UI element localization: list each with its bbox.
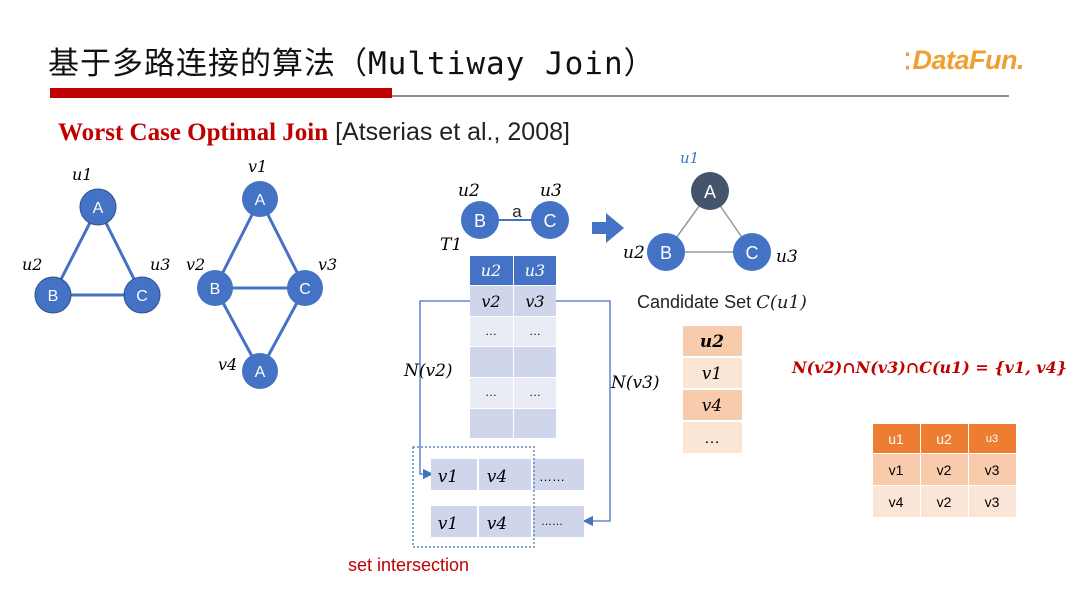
result-label-u2: u2 <box>623 243 645 263</box>
subtitle: Worst Case Optimal Join [Atserias et al.… <box>58 118 570 147</box>
candidate-header: u2 <box>700 332 724 352</box>
logo-text: DataFun. <box>912 45 1025 75</box>
title-underline-red <box>50 88 392 98</box>
query-node-a: A <box>93 200 104 217</box>
title-close: ） <box>623 46 656 82</box>
set-intersection-label: set intersection <box>348 555 470 575</box>
result-label-u1: u1 <box>680 149 699 167</box>
n-v2-connector <box>419 300 470 480</box>
pattern-node-b: B <box>474 211 486 231</box>
title-cn: 基于多路连接的算法（ <box>48 46 368 82</box>
t1-ellipsis-1a: … <box>485 324 497 338</box>
n2-cell-ellipsis: …… <box>541 516 563 528</box>
data-node-c: C <box>299 281 311 298</box>
page-title: 基于多路连接的算法（Multiway Join） <box>48 38 656 83</box>
t1-cell-v3: v3 <box>525 292 544 311</box>
result-r1c3: v3 <box>985 462 1000 478</box>
data-node-a2: A <box>255 364 266 381</box>
n1-cell-v4: v4 <box>487 467 507 487</box>
t1-table: u2 u3 v2 v3 … … … … <box>470 256 556 438</box>
t1-header-u3: u3 <box>525 261 545 280</box>
result-node-b: B <box>660 243 672 263</box>
data-graph: A B C A v1 v2 v3 v4 <box>186 157 337 389</box>
data-label-v4: v4 <box>218 355 237 374</box>
pattern-edge-label: a <box>512 202 522 221</box>
query-label-u3: u3 <box>150 255 170 274</box>
edge-pattern: B C a u2 u3 T1 <box>440 181 569 255</box>
candidate-label-math: C(u1) <box>756 292 807 313</box>
table-name-t1: T1 <box>440 235 462 255</box>
result-table: u1 u2 u3 v1 v2 v3 v4 v2 v3 <box>873 424 1016 517</box>
n-v3-connector <box>556 300 611 527</box>
subtitle-citation: [Atserias et al., 2008] <box>328 118 570 146</box>
result-r1c2: v2 <box>937 462 952 478</box>
neighbor-row-2: v1 v4 …… <box>431 506 584 537</box>
result-header-u3: u3 <box>986 433 998 445</box>
query-node-c: C <box>136 288 148 305</box>
candidate-v1: v1 <box>702 364 722 384</box>
intersection-highlight-box <box>412 446 535 548</box>
t1-ellipsis-2a: … <box>485 385 497 399</box>
query-graph: A B C u1 u2 u3 <box>22 165 170 314</box>
result-node-a: A <box>704 182 716 202</box>
result-header-u1: u1 <box>888 431 904 447</box>
result-r1c1: v1 <box>889 462 904 478</box>
n1-cell-v1: v1 <box>438 467 458 487</box>
pattern-label-u2: u2 <box>458 181 480 201</box>
candidate-ellipsis: … <box>704 430 720 447</box>
data-label-v2: v2 <box>186 255 205 274</box>
n2-cell-v4: v4 <box>487 514 507 534</box>
data-label-v3: v3 <box>318 255 337 274</box>
query-label-u2: u2 <box>22 255 42 274</box>
intersection-formula: N(v2)∩N(v3)∩C(u1) = {v1, v4} <box>792 358 1067 377</box>
title-underline-grey <box>392 95 1009 97</box>
title-en: Multiway Join <box>368 46 624 82</box>
t1-header-u2: u2 <box>481 261 501 280</box>
result-r2c2: v2 <box>937 494 952 510</box>
result-header-u2: u2 <box>936 431 952 447</box>
n-v2-label: N(v2) <box>403 361 453 381</box>
pattern-label-u3: u3 <box>540 181 562 201</box>
neighbor-row-1: v1 v4 …… <box>431 459 584 490</box>
query-label-u1: u1 <box>72 165 92 184</box>
candidate-set-label: Candidate Set C(u1) <box>637 292 807 313</box>
candidate-v4: v4 <box>702 396 722 416</box>
result-node-c: C <box>746 243 759 263</box>
subtitle-highlight: Worst Case Optimal Join <box>58 119 329 146</box>
logo-dots-icon: ⁚ <box>904 49 911 74</box>
n2-cell-v1: v1 <box>438 514 458 534</box>
datafun-logo: ⁚DataFun. <box>904 45 1025 76</box>
result-label-u3: u3 <box>776 247 798 267</box>
n1-cell-ellipsis: …… <box>539 469 565 484</box>
n-v3-label: N(v3) <box>610 373 660 393</box>
data-node-a1: A <box>255 192 266 209</box>
t1-ellipsis-1b: … <box>529 324 541 338</box>
transform-arrow-icon <box>592 213 624 243</box>
result-r2c1: v4 <box>889 494 904 510</box>
data-node-b: B <box>210 281 221 298</box>
result-triangle: A B C u1 u2 u3 <box>623 149 798 271</box>
result-r2c3: v3 <box>985 494 1000 510</box>
data-label-v1: v1 <box>248 157 267 176</box>
pattern-node-c: C <box>544 211 557 231</box>
t1-cell-v2: v2 <box>481 292 500 311</box>
t1-ellipsis-2b: … <box>529 385 541 399</box>
query-node-b: B <box>48 288 59 305</box>
candidate-label-text: Candidate Set <box>637 292 757 312</box>
candidate-table: u2 v1 v4 … <box>683 326 742 453</box>
